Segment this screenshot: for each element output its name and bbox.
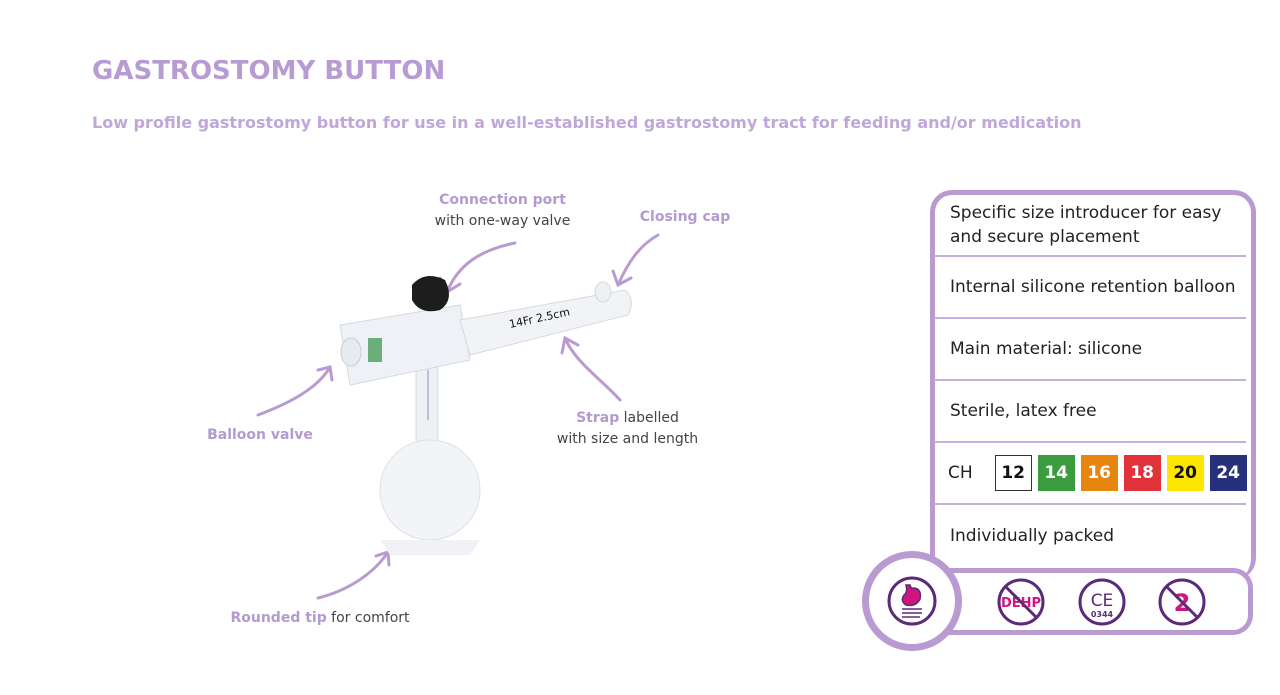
feature-row: Sterile, latex free <box>934 381 1246 443</box>
arrow-rounded-tip <box>316 549 391 600</box>
arrow-strap <box>560 335 622 402</box>
feature-row: Internal silicone retention balloon <box>934 257 1246 319</box>
stomach-intestine-icon <box>887 576 937 626</box>
dehp-free-icon: DEHP <box>997 578 1045 626</box>
ce-mark-icon: CE 0344 <box>1078 578 1126 626</box>
arrow-connection-port <box>438 241 517 295</box>
gastro-badge <box>862 551 962 651</box>
callout-balloon-valve: Balloon valve <box>207 427 313 443</box>
size-swatch-24: 24 <box>1209 455 1247 491</box>
device-illustration: 14Fr 2.5cm <box>256 233 660 600</box>
feature-text: Internal silicone retention balloon <box>950 277 1236 297</box>
arrow-closing-cap <box>611 233 660 288</box>
feature-text: Main material: silicone <box>950 339 1143 359</box>
single-use-icon: 2 <box>1158 578 1206 626</box>
page-subtitle: Low profile gastrostomy button for use i… <box>92 113 1082 132</box>
features-panel <box>930 190 1256 580</box>
feature-row: Specific size introducer for easy and se… <box>934 195 1246 257</box>
callout-rounded-tip: Rounded tip for comfort <box>230 610 410 626</box>
ce-text: CE <box>1091 591 1114 611</box>
size-swatch-20: 20 <box>1166 455 1204 491</box>
size-label: CH <box>948 463 973 483</box>
feature-text: Individually packed <box>950 526 1115 546</box>
page-title: GASTROSTOMY BUTTON <box>92 56 446 86</box>
size-swatch-18: 18 <box>1123 455 1161 491</box>
feature-text: Specific size introducer for easy and se… <box>950 203 1222 247</box>
ce-number: 0344 <box>1091 610 1114 619</box>
feature-text: Sterile, latex free <box>950 401 1097 421</box>
size-swatch-12: 12 <box>994 455 1032 491</box>
callout-closing-cap: Closing cap <box>639 209 731 225</box>
gastrostomy-device: 14Fr 2.5cm <box>339 276 632 555</box>
arrow-balloon-valve <box>256 365 334 417</box>
feature-row: Individually packed <box>934 505 1246 567</box>
feature-row: Main material: silicone <box>934 319 1246 381</box>
size-swatch-16: 16 <box>1080 455 1118 491</box>
size-swatch-14: 14 <box>1037 455 1075 491</box>
